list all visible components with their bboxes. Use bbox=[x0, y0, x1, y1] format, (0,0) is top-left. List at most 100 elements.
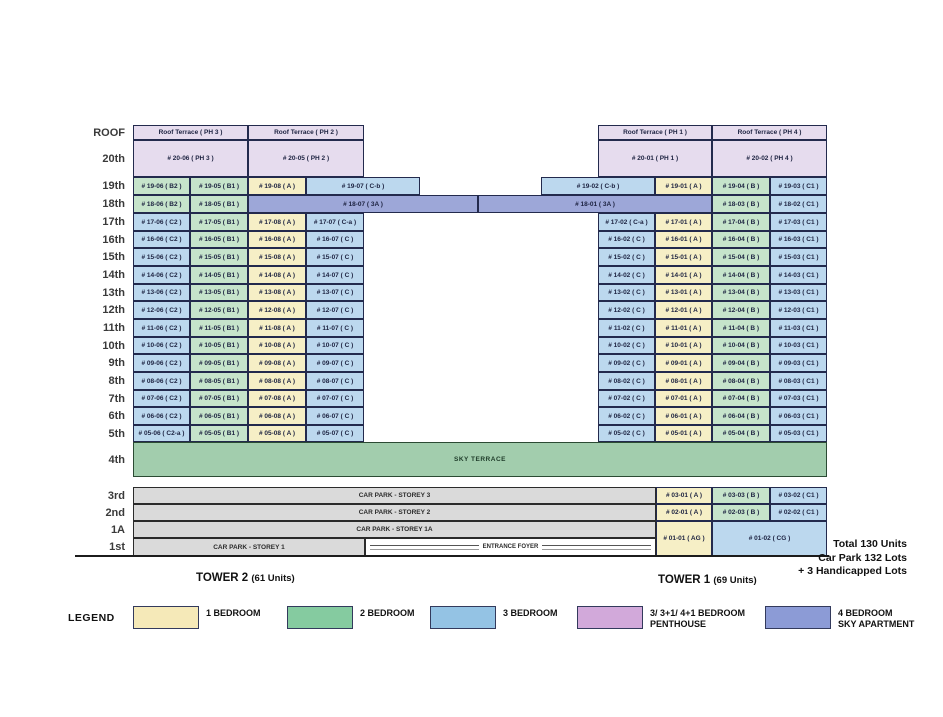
unit-cell: # 19-03 ( C1 ) bbox=[770, 177, 827, 195]
legend-label: 1 BEDROOM bbox=[206, 608, 261, 618]
unit-cell: # 05-05 ( B1 ) bbox=[190, 425, 248, 442]
unit-cell: # 11-08 ( A ) bbox=[248, 319, 306, 337]
unit-cell: # 01-01 ( AG ) bbox=[656, 521, 712, 556]
unit-cell: # 08-07 ( C ) bbox=[306, 372, 364, 390]
unit-cell: # 03-02 ( C1 ) bbox=[770, 487, 827, 504]
unit-cell: # 06-06 ( C2 ) bbox=[133, 407, 190, 425]
unit-cell: # 05-07 ( C ) bbox=[306, 425, 364, 442]
legend-swatch bbox=[287, 606, 353, 629]
sky-terrace: SKY TERRACE bbox=[133, 442, 827, 477]
unit-cell: # 12-04 ( B ) bbox=[712, 301, 770, 319]
unit-cell: # 15-05 ( B1 ) bbox=[190, 248, 248, 266]
floor-label-19th: 19th bbox=[102, 180, 125, 192]
unit-cell: # 13-04 ( B ) bbox=[712, 284, 770, 301]
unit-cell: # 02-01 ( A ) bbox=[656, 504, 712, 521]
unit-cell: # 09-03 ( C1 ) bbox=[770, 354, 827, 372]
legend-swatch bbox=[765, 606, 831, 629]
unit-cell: # 11-02 ( C ) bbox=[598, 319, 655, 337]
unit-cell: # 03-01 ( A ) bbox=[656, 487, 712, 504]
unit-cell: # 07-07 ( C ) bbox=[306, 390, 364, 407]
unit-cell: # 16-07 ( C ) bbox=[306, 231, 364, 248]
tower1-label: TOWER 1 (69 Units) bbox=[658, 574, 757, 586]
unit-cell: # 17-06 ( C2 ) bbox=[133, 213, 190, 231]
unit-cell: # 17-02 ( C-a ) bbox=[598, 213, 655, 231]
unit-cell: # 16-06 ( C2 ) bbox=[133, 231, 190, 248]
unit-cell: # 10-04 ( B ) bbox=[712, 337, 770, 354]
unit-cell: # 20-01 ( PH 1 ) bbox=[598, 140, 712, 177]
unit-cell: # 20-02 ( PH 4 ) bbox=[712, 140, 827, 177]
unit-cell: # 14-07 ( C ) bbox=[306, 266, 364, 284]
unit-cell: # 06-07 ( C ) bbox=[306, 407, 364, 425]
unit-cell: # 18-05 ( B1 ) bbox=[190, 195, 248, 213]
unit-cell: # 10-02 ( C ) bbox=[598, 337, 655, 354]
unit-cell: # 11-04 ( B ) bbox=[712, 319, 770, 337]
unit-cell: # 15-07 ( C ) bbox=[306, 248, 364, 266]
unit-cell: # 06-05 ( B1 ) bbox=[190, 407, 248, 425]
unit-cell: # 10-01 ( A ) bbox=[655, 337, 712, 354]
unit-cell: # 17-03 ( C1 ) bbox=[770, 213, 827, 231]
unit-cell: # 09-01 ( A ) bbox=[655, 354, 712, 372]
unit-cell: # 14-02 ( C ) bbox=[598, 266, 655, 284]
unit-cell: # 18-07 ( 3A ) bbox=[248, 195, 478, 213]
unit-cell: # 01-02 ( CG ) bbox=[712, 521, 827, 556]
unit-cell: # 03-03 ( B ) bbox=[712, 487, 770, 504]
unit-cell: # 09-08 ( A ) bbox=[248, 354, 306, 372]
unit-cell: # 07-03 ( C1 ) bbox=[770, 390, 827, 407]
unit-cell: # 19-02 ( C-b ) bbox=[541, 177, 655, 195]
unit-cell: # 05-08 ( A ) bbox=[248, 425, 306, 442]
floor-label-8th: 8th bbox=[108, 375, 126, 387]
foyer-line bbox=[370, 544, 479, 550]
unit-cell: # 15-08 ( A ) bbox=[248, 248, 306, 266]
unit-cell: # 02-02 ( C1 ) bbox=[770, 504, 827, 521]
unit-cell: # 11-06 ( C2 ) bbox=[133, 319, 190, 337]
floor-label-10th: 10th bbox=[102, 339, 125, 352]
legend-title: LEGEND bbox=[68, 612, 115, 624]
unit-cell: # 05-06 ( C2-a ) bbox=[133, 425, 190, 442]
unit-cell: # 14-04 ( B ) bbox=[712, 266, 770, 284]
floor-label-16th: 16th bbox=[102, 233, 125, 246]
carpark-bar: CAR PARK - STOREY 1A bbox=[133, 521, 656, 538]
unit-cell: # 13-05 ( B1 ) bbox=[190, 284, 248, 301]
unit-cell: Roof Terrace ( PH 4 ) bbox=[712, 125, 827, 140]
unit-cell: # 08-06 ( C2 ) bbox=[133, 372, 190, 390]
unit-cell: # 14-03 ( C1 ) bbox=[770, 266, 827, 284]
tower1-unit-count: (69 Units) bbox=[713, 575, 757, 586]
unit-cell: # 15-01 ( A ) bbox=[655, 248, 712, 266]
unit-cell: # 15-02 ( C ) bbox=[598, 248, 655, 266]
unit-cell: # 10-05 ( B1 ) bbox=[190, 337, 248, 354]
legend-label: 3 BEDROOM bbox=[503, 608, 558, 618]
tower1-name: TOWER 1 bbox=[658, 574, 711, 586]
unit-cell: # 07-08 ( A ) bbox=[248, 390, 306, 407]
unit-cell: # 12-08 ( A ) bbox=[248, 301, 306, 319]
floor-label-18th: 18th bbox=[102, 198, 125, 210]
unit-cell: # 09-05 ( B1 ) bbox=[190, 354, 248, 372]
floor-label-roof: ROOF bbox=[93, 126, 125, 139]
legend-label: 2 BEDROOM bbox=[360, 608, 415, 618]
unit-cell: # 08-02 ( C ) bbox=[598, 372, 655, 390]
ground-line bbox=[75, 555, 829, 557]
unit-cell: # 02-03 ( B ) bbox=[712, 504, 770, 521]
unit-cell: # 20-05 ( PH 2 ) bbox=[248, 140, 364, 177]
floor-label-20th: 20th bbox=[102, 152, 125, 165]
unit-cell: # 05-02 ( C ) bbox=[598, 425, 655, 442]
unit-cell: # 18-02 ( C1 ) bbox=[770, 195, 827, 213]
unit-cell: # 06-01 ( A ) bbox=[655, 407, 712, 425]
unit-cell: # 10-03 ( C1 ) bbox=[770, 337, 827, 354]
unit-cell: # 11-01 ( A ) bbox=[655, 319, 712, 337]
totals-block: Total 130 Units Car Park 132 Lots + 3 Ha… bbox=[798, 538, 907, 579]
floor-label-14th: 14th bbox=[102, 269, 125, 281]
floor-label-11th: 11th bbox=[102, 322, 125, 334]
unit-cell: # 06-03 ( C1 ) bbox=[770, 407, 827, 425]
carpark-lots-text: Car Park 132 Lots bbox=[818, 551, 907, 564]
unit-cell: # 07-06 ( C2 ) bbox=[133, 390, 190, 407]
unit-cell: # 08-01 ( A ) bbox=[655, 372, 712, 390]
unit-cell: # 13-01 ( A ) bbox=[655, 284, 712, 301]
unit-cell: # 19-07 ( C-b ) bbox=[306, 177, 420, 195]
unit-cell: # 09-07 ( C ) bbox=[306, 354, 364, 372]
unit-cell: # 13-06 ( C2 ) bbox=[133, 284, 190, 301]
unit-cell: # 15-06 ( C2 ) bbox=[133, 248, 190, 266]
unit-cell: # 08-05 ( B1 ) bbox=[190, 372, 248, 390]
unit-cell: # 11-03 ( C1 ) bbox=[770, 319, 827, 337]
